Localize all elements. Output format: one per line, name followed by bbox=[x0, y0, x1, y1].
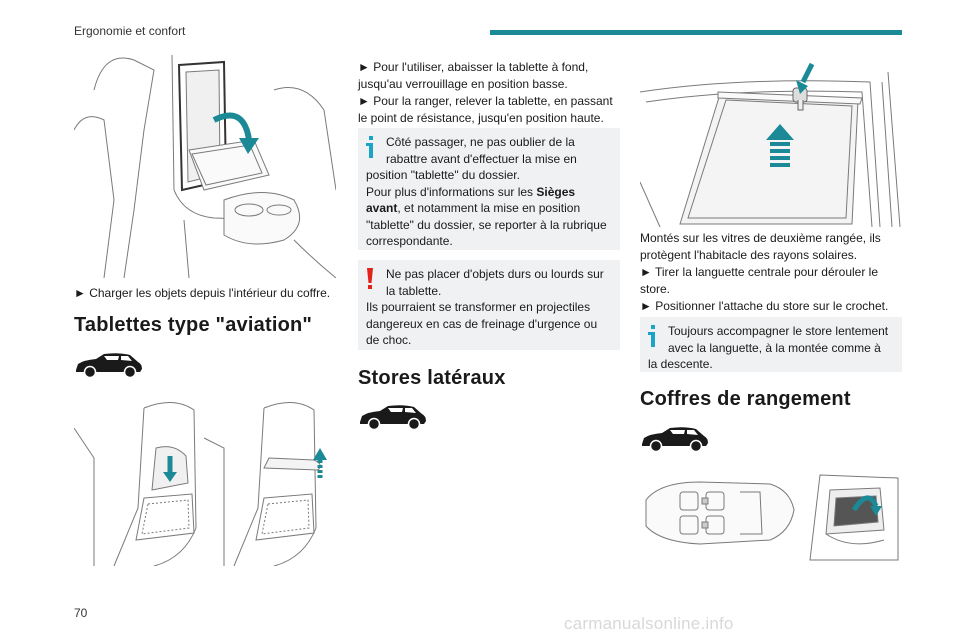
link-avant: avant bbox=[366, 201, 398, 215]
warning-line-1: Ne pas placer d'objets durs ou lourds su… bbox=[386, 267, 604, 281]
info-line-6: "tablette" du dossier, se reporter à la … bbox=[366, 217, 607, 232]
heading-stores-lateraux: Stores latéraux bbox=[358, 367, 506, 389]
warning-line-2: la tablette. bbox=[386, 283, 442, 298]
step-use-line-2: jusqu'au verrouillage en position basse. bbox=[358, 77, 568, 91]
heading-coffres-rangement: Coffres de rangement bbox=[640, 388, 851, 410]
step-pull-tab-cont: store. bbox=[640, 282, 671, 296]
info-icon bbox=[648, 325, 658, 347]
sunblind-info-line-3: la descente. bbox=[648, 357, 713, 371]
sunblind-description: Montés sur les vitres de deuxième rangée… bbox=[640, 230, 902, 315]
step-store-line-1: ► Pour la ranger, relever la tablette, e… bbox=[358, 94, 613, 108]
illustration-storage-compartments bbox=[640, 470, 902, 566]
warning-line-5: de choc. bbox=[366, 333, 412, 347]
car-silhouette-icon bbox=[358, 404, 428, 430]
warning-icon bbox=[366, 268, 374, 290]
car-silhouette-icon bbox=[640, 426, 710, 452]
info-line-4: Pour plus d'informations sur les Sièges bbox=[366, 184, 612, 201]
sunblind-line-2: protègent l'habitacle des rayons solaire… bbox=[640, 248, 858, 262]
header-accent-bar bbox=[490, 30, 902, 35]
steps-tray-usage: ► Pour l'utiliser, abaisser la tablette … bbox=[358, 59, 620, 127]
warning-line-4: dangereux en cas de freinage d'urgence o… bbox=[366, 316, 598, 331]
car-silhouette-icon bbox=[74, 352, 144, 378]
info-line-7: correspondante. bbox=[366, 234, 453, 248]
info-line-5-text: , et notamment la mise en position bbox=[397, 201, 581, 215]
sunblind-info-line-2: avec la languette, à la montée comme à bbox=[668, 340, 881, 355]
info-line-2: rabattre avant d'effectuer la mise en bbox=[386, 151, 577, 166]
info-line-1: Côté passager, ne pas oublier de la bbox=[386, 135, 575, 149]
watermark: carmanualsonline.info bbox=[564, 614, 734, 633]
info-line-4-text: Pour plus d'informations sur les bbox=[366, 184, 534, 199]
warning-note-tray: Ne pas placer d'objets durs ou lourds su… bbox=[358, 260, 620, 350]
illustration-aviation-tray bbox=[74, 398, 336, 566]
info-note-sunblind: Toujours accompagner le store lentement … bbox=[640, 317, 902, 372]
page-number: 70 bbox=[74, 606, 88, 620]
link-sieges: Sièges bbox=[536, 184, 576, 199]
step-store-line-2: le point de résistance, jusqu'en positio… bbox=[358, 111, 604, 125]
step-use-line-1: ► Pour l'utiliser, abaisser la tablette … bbox=[358, 60, 589, 74]
info-line-5: avant, et notamment la mise en position bbox=[366, 200, 612, 217]
info-icon bbox=[366, 136, 376, 158]
info-note-passenger: Côté passager, ne pas oublier de la raba… bbox=[358, 128, 620, 250]
step-attach-hook: ► Positionner l'attache du store sur le … bbox=[640, 299, 889, 313]
illustration-armrest-tray bbox=[74, 50, 336, 278]
step-pull-tab: ► Tirer la languette centrale pour dérou… bbox=[640, 265, 879, 279]
info-line-3: position "tablette" du dossier. bbox=[366, 168, 520, 182]
sunblind-info-line-1: Toujours accompagner le store lentement bbox=[668, 324, 889, 338]
heading-tablettes-aviation: Tablettes type "aviation" bbox=[74, 314, 313, 336]
illustration-side-sunblind bbox=[640, 52, 902, 227]
sunblind-line-1: Montés sur les vitres de deuxième rangée… bbox=[640, 231, 881, 245]
step-load-from-boot: ► Charger les objets depuis l'intérieur … bbox=[74, 286, 331, 300]
warning-line-3: Ils pourraient se transformer en project… bbox=[366, 300, 591, 314]
running-header: Ergonomie et confort bbox=[74, 24, 186, 38]
